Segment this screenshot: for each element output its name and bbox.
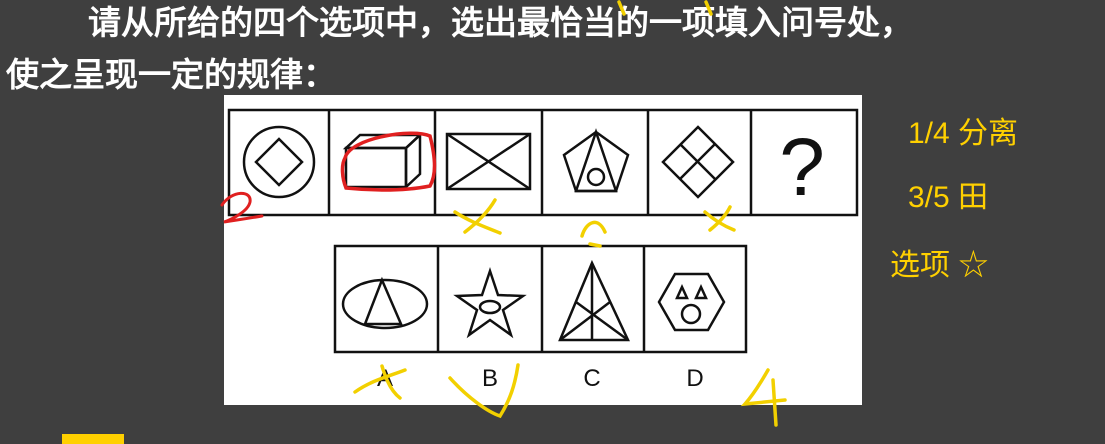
option-a-label[interactable]: A [376,365,393,392]
option-d-figure [657,272,726,332]
question-line-2: 使之呈现一定的规律： [6,55,336,94]
figure-pentagon [562,128,630,193]
figure-diamond-grid [661,125,735,199]
option-d-label[interactable]: D [686,365,704,392]
option-a-figure [341,276,429,330]
note-ratio-3-5: 3/5 田 [908,181,989,214]
note-options: 选项 ☆ [890,249,989,282]
figure-rect-x [445,132,532,191]
puzzle-figures: ? [227,108,859,354]
puzzle-panel: ? A [224,95,862,405]
option-c-label[interactable]: C [583,365,601,392]
note-ratio-1-4: 1/4 分离 [908,117,1019,150]
options-row-frame [333,244,748,354]
question-line-1: 请从所给的四个选项中，选出最恰当的一项填入问号处， [88,3,913,42]
option-b-figure [453,267,527,339]
figure-box [342,132,424,190]
figure-circle-diamond [242,125,316,199]
yellow-corner-mark [62,434,124,444]
question-mark: ? [779,122,825,213]
option-c-figure [558,259,630,342]
option-b-label[interactable]: B [481,365,498,392]
